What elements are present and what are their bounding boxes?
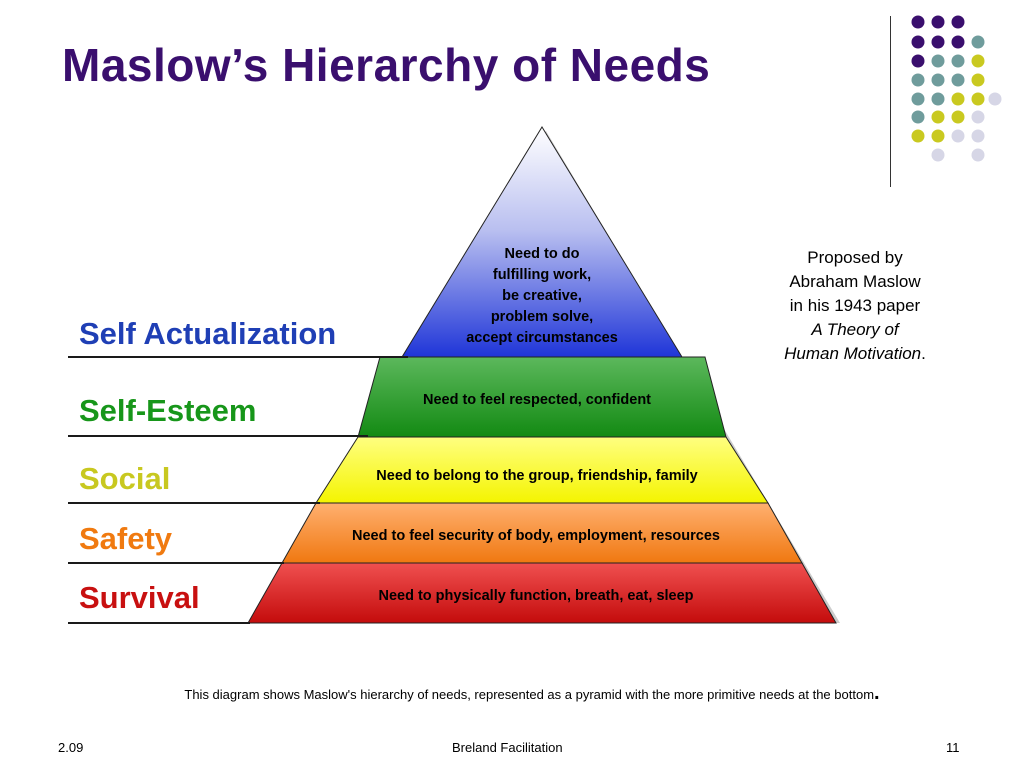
tier-text-line: Need to do xyxy=(504,246,580,262)
caption-period: . xyxy=(874,682,880,704)
footer-date: 2.09 xyxy=(58,740,84,755)
note-paper-title: A Theory of xyxy=(811,320,899,339)
decorative-dot xyxy=(931,73,945,87)
note-line: Abraham Maslow xyxy=(789,272,921,291)
level-label-social: Social xyxy=(79,461,171,496)
decorative-dot xyxy=(951,110,965,124)
decorative-dot xyxy=(951,15,965,29)
level-rule xyxy=(68,622,250,624)
slide-title: Maslow’s Hierarchy of Needs xyxy=(62,39,711,91)
note-paper-title: Human Motivation xyxy=(784,344,922,363)
note-period: . xyxy=(921,344,926,363)
decorative-dot xyxy=(951,54,965,68)
tier-text-survival: Need to physically function, breath, eat… xyxy=(378,588,694,604)
decorative-dot xyxy=(971,73,985,87)
decorative-dot xyxy=(931,129,945,143)
decorative-dot xyxy=(931,92,945,106)
note-line: in his 1943 paper xyxy=(789,296,921,315)
tier-text-social: Need to belong to the group, friendship,… xyxy=(376,468,698,484)
decorative-dot xyxy=(931,148,945,162)
footer-slide-number: 11 xyxy=(946,740,960,755)
decorative-dot xyxy=(971,35,985,49)
decorative-dot xyxy=(971,54,985,68)
level-label-self-esteem: Self-Esteem xyxy=(79,393,257,428)
decorative-dot xyxy=(931,35,945,49)
caption-text: This diagram shows Maslow's hierarchy of… xyxy=(184,687,875,702)
tier-text-line: accept circumstances xyxy=(466,330,618,346)
level-rule xyxy=(68,356,408,358)
decorative-dot xyxy=(911,35,925,49)
tier-text-line: be creative, xyxy=(502,288,582,304)
level-label-self-actualization: Self Actualization xyxy=(79,316,337,351)
note-line: Proposed by xyxy=(807,248,903,267)
pyramid-diagram xyxy=(247,126,840,624)
tier-survival xyxy=(247,562,837,624)
level-rule xyxy=(68,502,320,504)
decorative-dot xyxy=(931,110,945,124)
tier-text-line: problem solve, xyxy=(490,309,594,325)
divider-line xyxy=(890,16,891,187)
decorative-dot xyxy=(951,35,965,49)
diagram-caption: This diagram shows Maslow's hierarchy of… xyxy=(0,682,1024,705)
decorative-dot xyxy=(951,129,965,143)
decorative-dot xyxy=(911,73,925,87)
decorative-dot xyxy=(971,110,985,124)
decorative-dot xyxy=(971,148,985,162)
level-rule xyxy=(68,562,284,564)
tier-text-safety: Need to feel security of body, employmen… xyxy=(352,528,720,544)
level-label-safety: Safety xyxy=(79,521,173,556)
decorative-dot xyxy=(931,54,945,68)
decorative-dot xyxy=(951,92,965,106)
decorative-dot xyxy=(911,92,925,106)
footer-presenter: Breland Facilitation xyxy=(452,740,563,755)
tier-text-self-actualization: Need to do fulfilling work, be creative,… xyxy=(442,244,642,349)
decorative-dot xyxy=(988,92,1002,106)
decorative-dot xyxy=(911,129,925,143)
decorative-dot xyxy=(971,92,985,106)
level-rule xyxy=(68,435,368,437)
decorative-dot xyxy=(911,15,925,29)
decorative-dot xyxy=(931,15,945,29)
decorative-dot xyxy=(971,129,985,143)
tier-text-self-esteem: Need to feel respected, confident xyxy=(422,392,652,408)
decorative-dot xyxy=(911,110,925,124)
tier-text-line: fulfilling work, xyxy=(492,267,592,283)
level-label-survival: Survival xyxy=(79,580,200,615)
attribution-note: Proposed by Abraham Maslow in his 1943 p… xyxy=(766,246,944,366)
decorative-dot-grid xyxy=(911,15,1002,162)
decorative-dot xyxy=(951,73,965,87)
decorative-dot xyxy=(911,54,925,68)
